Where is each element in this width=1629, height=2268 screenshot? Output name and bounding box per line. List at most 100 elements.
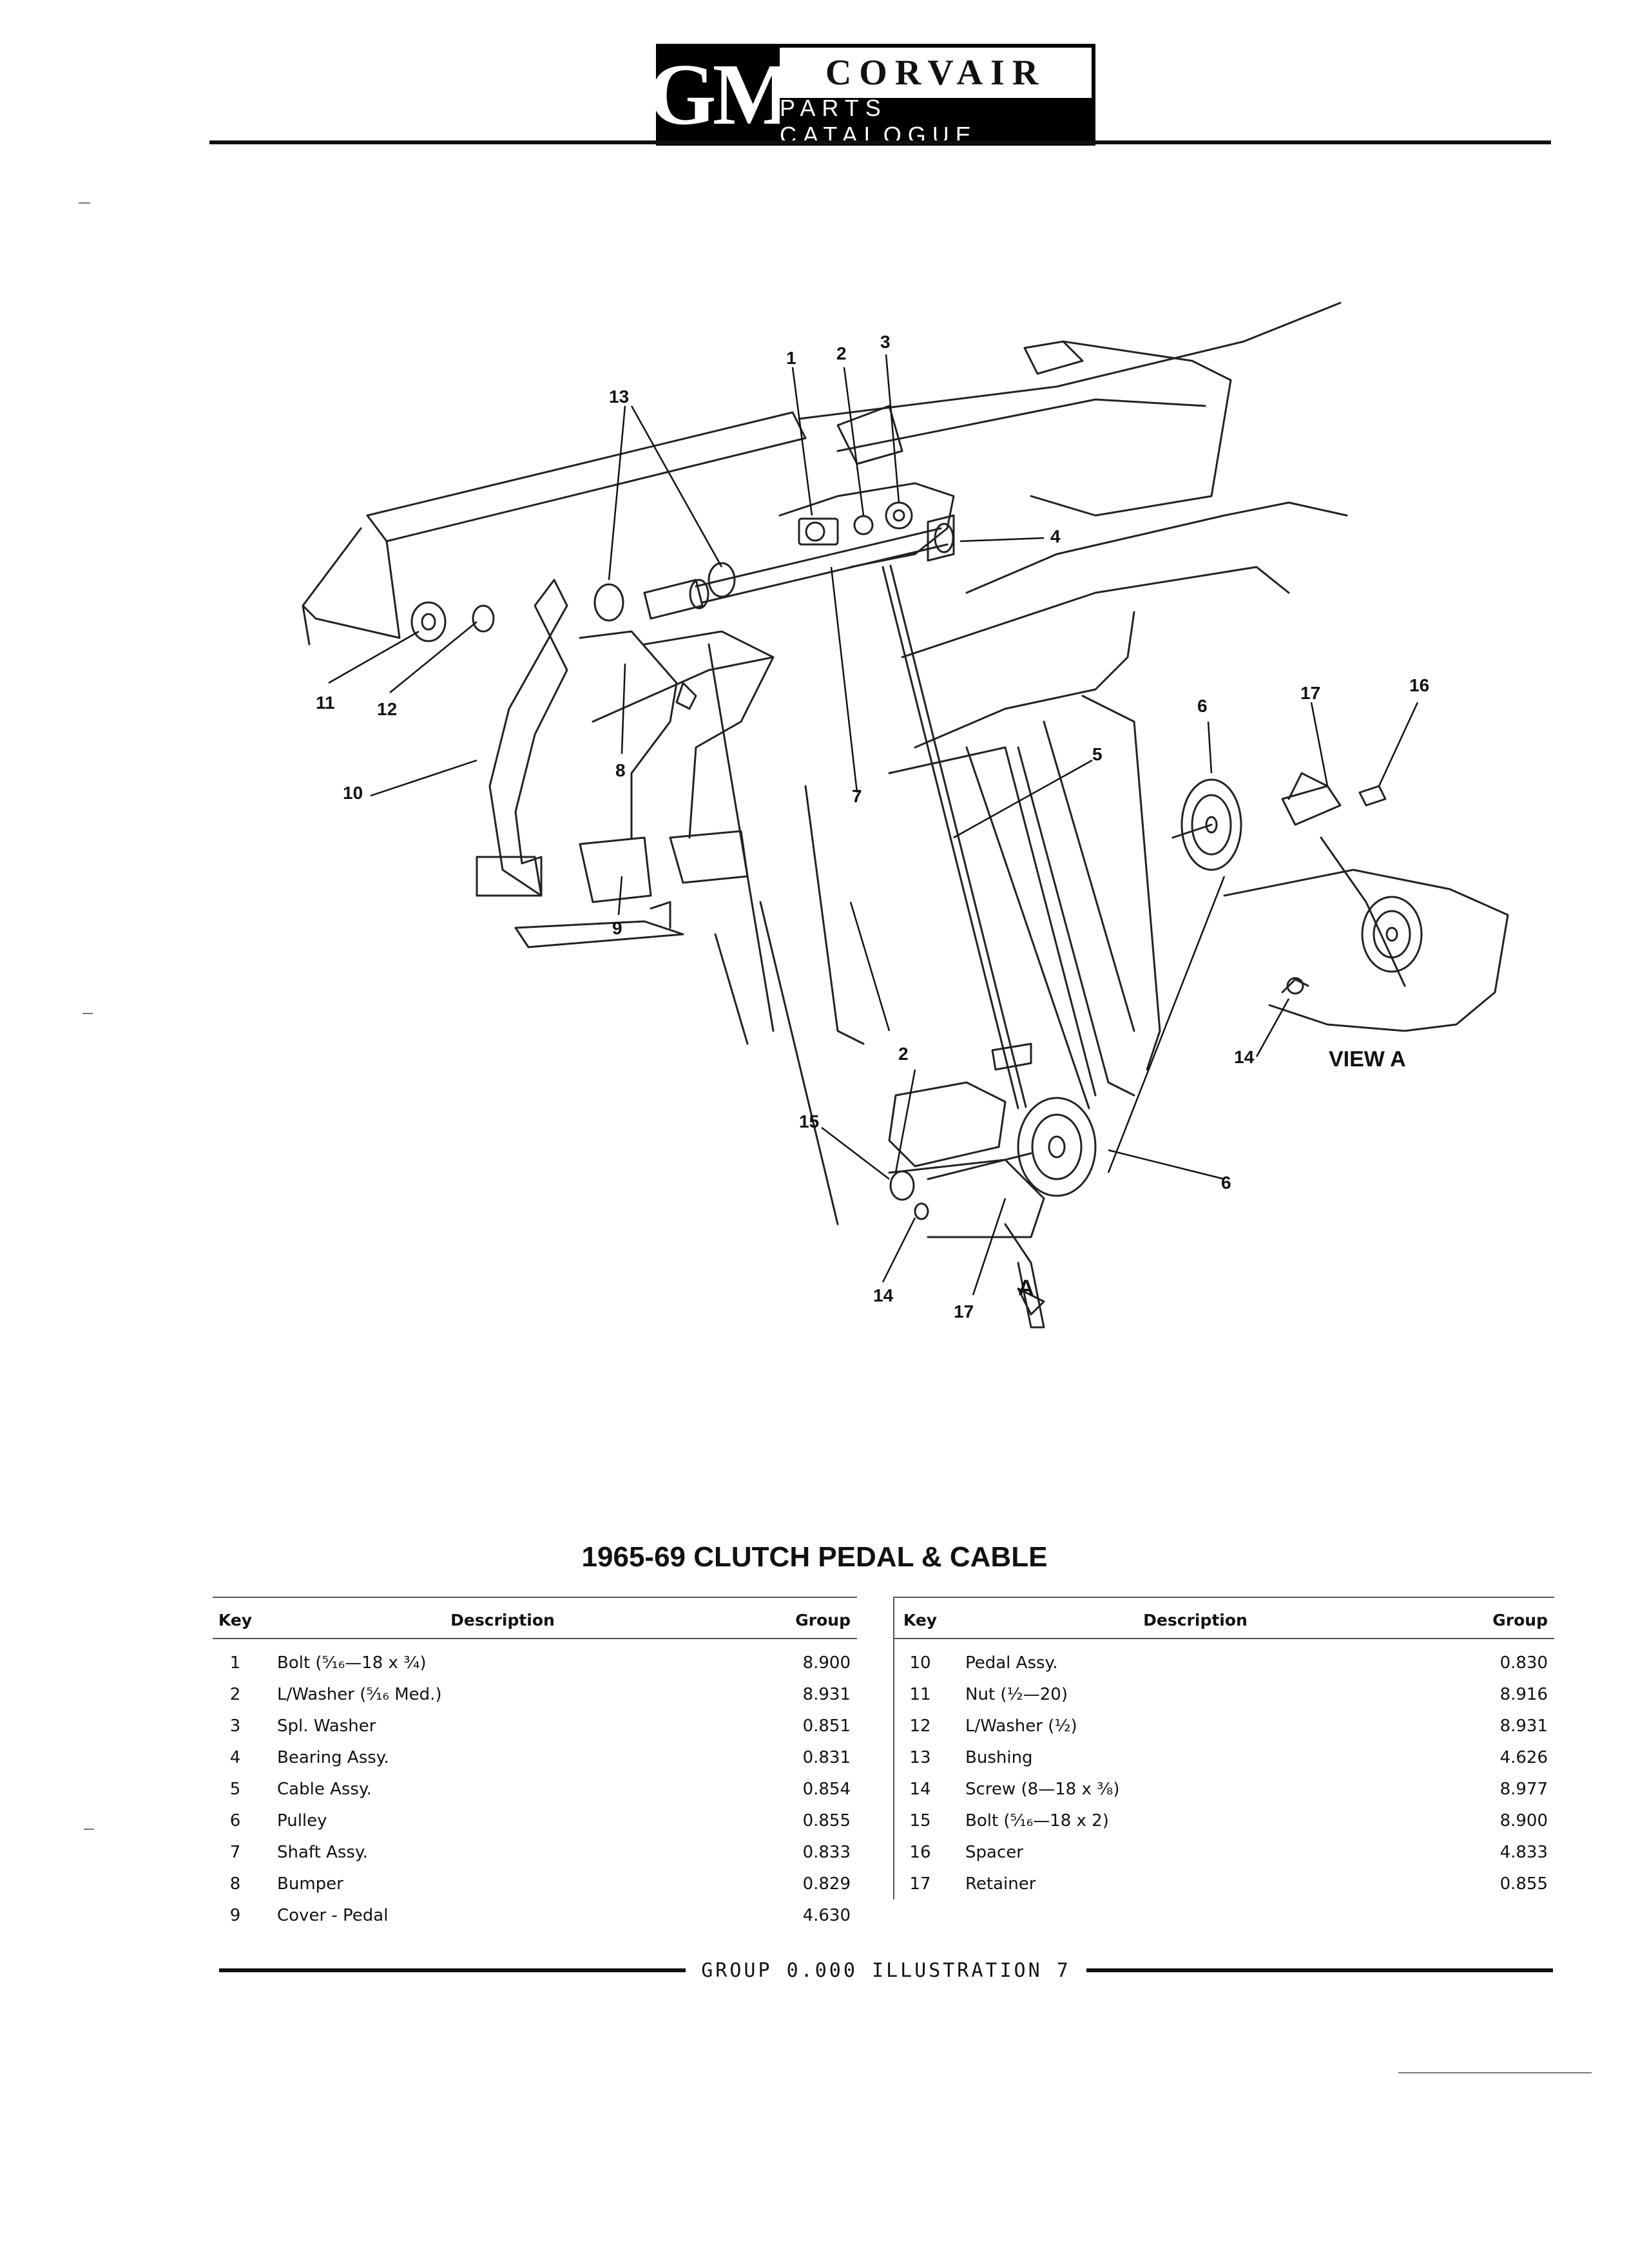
callout-10: 10 [343,783,363,803]
header-group: Group [795,1610,851,1629]
row-description: L/Washer (⁵⁄₁₆ Med.) [277,1684,442,1704]
row-group: 4.630 [802,1905,851,1925]
callout-15: 15 [799,1111,819,1131]
table-rule [213,1597,857,1598]
header-key: Key [903,1610,938,1629]
table-rule [213,1638,857,1639]
row-description: Cable Assy. [277,1779,372,1799]
row-group: 8.977 [1499,1779,1548,1799]
row-group: 8.931 [1499,1716,1548,1736]
callout-17-view-a: 17 [1300,683,1320,703]
gm-corvair-logo: GM CORVAIR PARTS CATALOGUE [648,44,1095,148]
row-group: 8.900 [1499,1811,1548,1831]
row-group: 0.833 [802,1842,851,1862]
header-key: Key [218,1610,253,1629]
table-row: 7 Shaft Assy. 0.833 [213,1836,857,1868]
row-key: 13 [909,1747,931,1767]
scan-mark [84,1829,94,1830]
row-group: 0.854 [802,1779,851,1799]
callout-12: 12 [377,699,397,719]
row-description: Spacer [965,1842,1023,1862]
row-description: Bushing [965,1747,1033,1767]
gm-logo-mark: GM [648,46,795,143]
callout-17: 17 [954,1302,974,1321]
row-group: 0.855 [802,1811,851,1831]
diagram-drawing: 1 2 3 4 5 6 7 8 9 10 11 12 13 14 17 15 6… [302,302,1509,1329]
row-key: 5 [229,1779,241,1799]
callout-13: 13 [609,387,629,407]
row-description: Bumper [277,1874,343,1894]
row-group: 8.900 [802,1653,851,1673]
row-description: Bolt (⁵⁄₁₆—18 x 2) [965,1811,1109,1831]
callout-2-lower: 2 [898,1044,909,1064]
row-description: Screw (8—18 x ³⁄₈) [965,1779,1120,1799]
callout-3: 3 [880,332,891,352]
row-key: 7 [229,1842,241,1862]
row-description: Cover - Pedal [277,1905,389,1925]
table-header: Key Description Group [213,1607,857,1633]
callout-6-view-a: 6 [1197,696,1208,716]
table-header: Key Description Group [894,1607,1554,1633]
arrow-a-label: A [1018,1276,1034,1300]
row-group: 0.851 [802,1716,851,1736]
footer-rule-right [1086,1968,1554,1972]
row-group: 8.931 [802,1684,851,1704]
row-key: 12 [909,1716,931,1736]
row-group: 0.855 [1499,1874,1548,1894]
row-group: 4.833 [1499,1842,1548,1862]
row-key: 1 [229,1653,241,1673]
parts-table-left: Key Description Group 1 Bolt (⁵⁄₁₆—18 x ³… [213,1597,857,1931]
view-a-label: VIEW A [1329,1047,1406,1072]
exploded-view-diagram: 1 2 3 4 5 6 7 8 9 10 11 12 13 14 17 15 6… [0,193,1629,1366]
row-description: Pedal Assy. [965,1653,1058,1673]
row-key: 9 [229,1905,241,1925]
callout-2: 2 [836,343,847,363]
header-group: Group [1492,1610,1548,1629]
row-description: Nut (½—20) [965,1684,1068,1704]
row-description: Bolt (⁵⁄₁₆—18 x ³⁄₄) [277,1653,427,1673]
callout-16: 16 [1409,675,1429,695]
callout-1: 1 [786,348,796,368]
row-key: 11 [909,1684,931,1704]
table-row: 5 Cable Assy. 0.854 [213,1773,857,1805]
callout-4: 4 [1050,526,1061,546]
table-rule [894,1597,1554,1598]
scan-mark [82,1013,93,1014]
callout-9: 9 [612,918,622,938]
callout-6: 6 [1221,1173,1231,1193]
table-row: 9 Cover - Pedal 4.630 [213,1899,857,1931]
table-row: 13 Bushing 4.626 [894,1742,1554,1773]
page-footer: GROUP 0.000 ILLUSTRATION 7 [219,1957,1554,1983]
row-description: Shaft Assy. [277,1842,368,1862]
header-description: Description [450,1610,555,1629]
logo-corvair: CORVAIR [780,48,1092,102]
callout-14: 14 [873,1285,894,1305]
row-key: 6 [229,1811,241,1831]
row-group: 4.626 [1499,1747,1548,1767]
row-key: 3 [229,1716,241,1736]
callout-11: 11 [316,693,335,713]
row-key: 4 [229,1747,241,1767]
table-rule [894,1638,1554,1639]
scan-mark [79,202,90,204]
row-description: Bearing Assy. [277,1747,389,1767]
table-row: 15 Bolt (⁵⁄₁₆—18 x 2) 8.900 [894,1805,1554,1836]
logo-text-block: CORVAIR PARTS CATALOGUE [780,48,1092,148]
scan-mark [1398,2072,1592,2073]
row-description: Retainer [965,1874,1036,1894]
table-row: 3 Spl. Washer 0.851 [213,1710,857,1742]
row-description: Spl. Washer [277,1716,376,1736]
page-title: 1965-69 CLUTCH PEDAL & CABLE [581,1541,1048,1573]
row-key: 15 [909,1811,931,1831]
callout-7: 7 [852,786,862,806]
footer-rule-left [219,1968,686,1972]
